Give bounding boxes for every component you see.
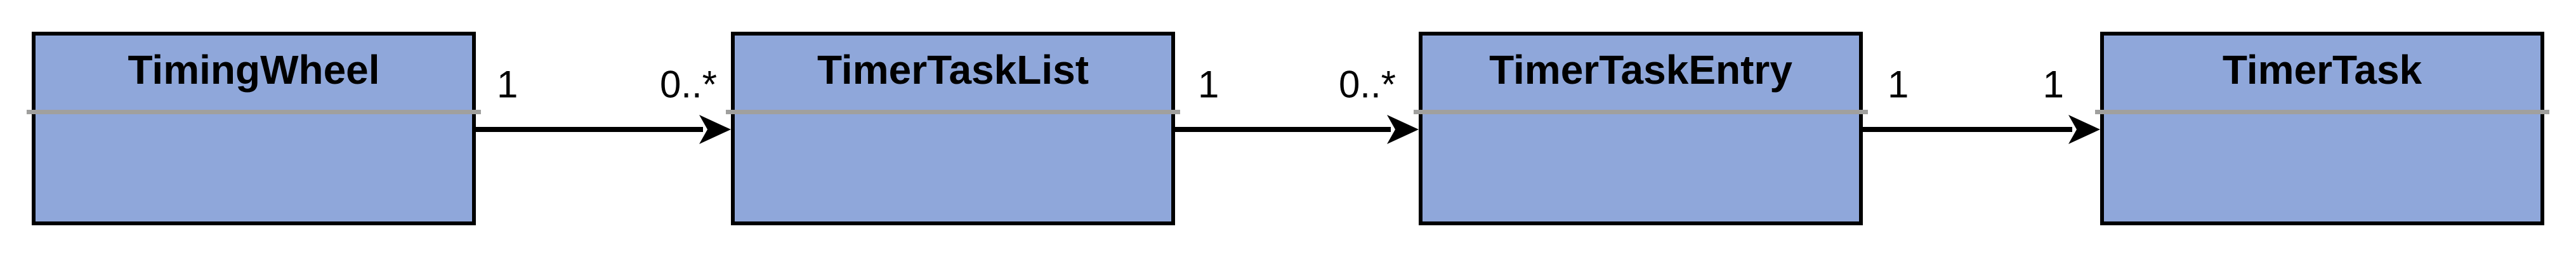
class-attributes-compartment: [2104, 114, 2540, 221]
class-name-timertasklist: TimerTaskList: [817, 47, 1089, 93]
multiplicity-label-target: 1: [2042, 63, 2064, 106]
multiplicity-label-source: 1: [1198, 63, 1219, 106]
class-attributes-compartment: [36, 114, 472, 221]
class-box-timertaskentry: TimerTaskEntry: [1414, 32, 1868, 225]
multiplicity-label-source: 1: [1888, 63, 1909, 106]
class-name-timingwheel: TimingWheel: [128, 47, 380, 93]
class-compartment-divider: [2095, 110, 2549, 114]
association-arrow-timertaskentry-timertask: [1863, 115, 2100, 144]
class-box-timertask: TimerTask: [2095, 32, 2549, 225]
class-compartment-divider: [1414, 110, 1868, 114]
class-attributes-compartment: [735, 114, 1171, 221]
multiplicity-label-target: 0..*: [659, 63, 717, 106]
class-compartment-divider: [27, 110, 481, 114]
class-name-timertask: TimerTask: [2222, 47, 2422, 93]
association-arrow-timertasklist-timertaskentry: [1175, 115, 1419, 144]
multiplicity-label-target: 0..*: [1338, 63, 1396, 106]
class-name-timertaskentry: TimerTaskEntry: [1489, 47, 1792, 93]
class-box-timertasklist: TimerTaskList: [726, 32, 1180, 225]
class-compartment-divider: [726, 110, 1180, 114]
multiplicity-label-source: 1: [497, 63, 518, 106]
class-attributes-compartment: [1423, 114, 1859, 221]
class-box-timingwheel: TimingWheel: [27, 32, 481, 225]
association-arrow-timingwheel-timertasklist: [476, 115, 731, 144]
